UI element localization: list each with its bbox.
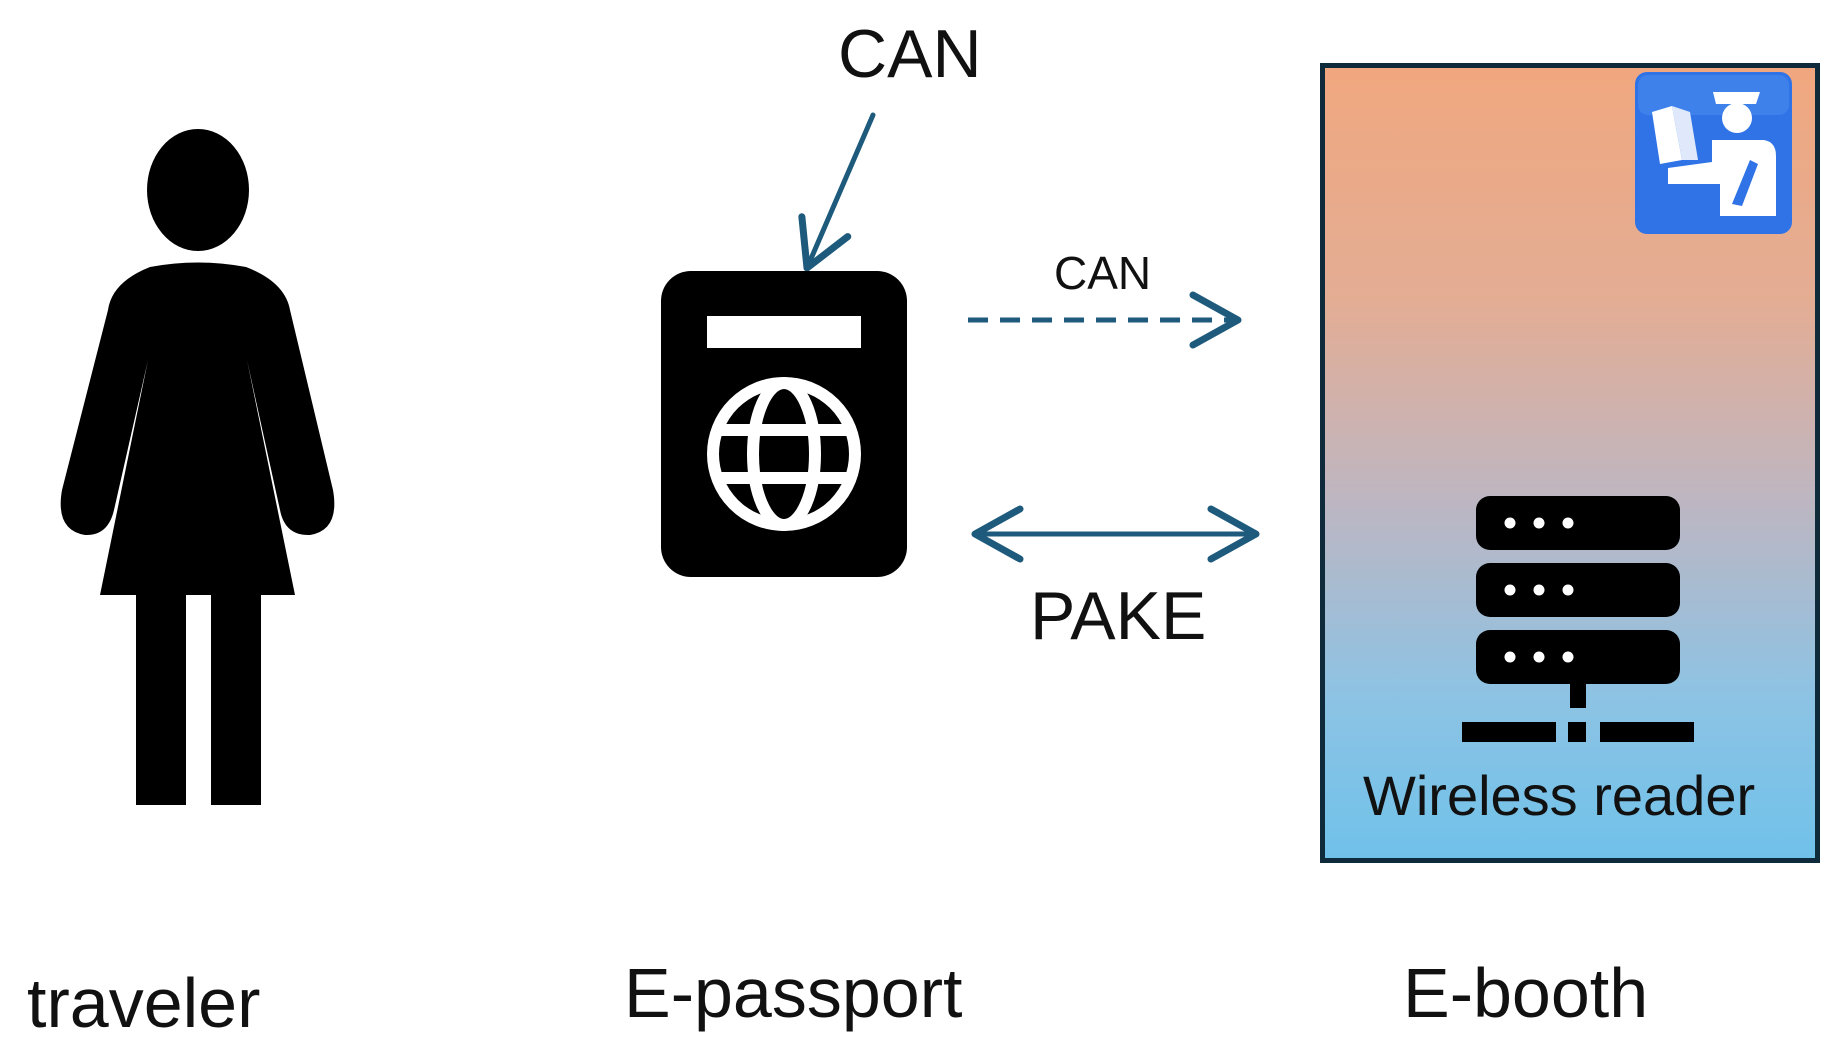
woman-silhouette-icon bbox=[60, 129, 335, 805]
can-input-arrow bbox=[798, 112, 876, 272]
wireless-reader-label: Wireless reader bbox=[1363, 764, 1756, 827]
can-arrow-label: CAN bbox=[1054, 247, 1152, 299]
server-stack-icon bbox=[1462, 496, 1694, 742]
traveler-label: traveler bbox=[27, 964, 261, 1042]
ebooth-label: E-booth bbox=[1403, 954, 1649, 1032]
epassport-label: E-passport bbox=[624, 954, 963, 1032]
pake-label: PAKE bbox=[1030, 578, 1207, 654]
can-top-label: CAN bbox=[838, 16, 982, 92]
passport-control-officer-icon bbox=[1635, 72, 1792, 234]
passport-globe-icon bbox=[661, 271, 907, 577]
